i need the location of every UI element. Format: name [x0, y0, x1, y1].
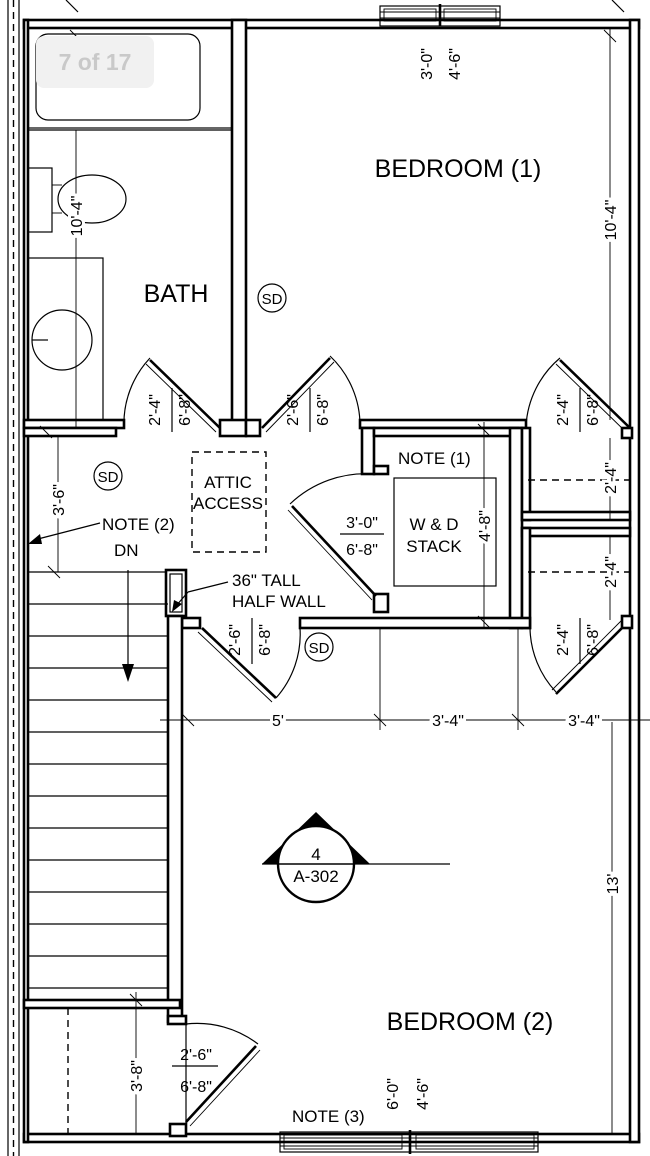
half-wall-label-line1: 36" TALL — [232, 571, 301, 590]
stair-down-arrow — [122, 570, 134, 682]
bed1-door-height: 6'-8" — [315, 394, 332, 426]
wd-door-width: 3'-0" — [346, 515, 378, 532]
note1-label: NOTE (1) — [398, 449, 471, 468]
closet1-door-width: 2'-4" — [555, 394, 572, 426]
bath-window-width: 3'-0" — [419, 48, 436, 80]
attic-label-line2: ACCESS — [193, 494, 263, 513]
dimension-lines — [39, 28, 650, 1134]
bedroom1-height-dim: 10'-4" — [603, 200, 620, 241]
washer-dryer-stack — [393, 477, 497, 587]
landing-door-width: 2'-6" — [180, 1047, 212, 1064]
wd-door-height: 6'-8" — [346, 542, 378, 559]
room-label-bedroom2: BEDROOM (2) — [387, 1008, 554, 1036]
exterior-wall-left — [7, 0, 20, 1156]
attic-access-hatch — [191, 451, 267, 553]
wd-depth-dim: 4'-8" — [477, 510, 494, 542]
bedroom2-height-dim: 13' — [605, 874, 622, 895]
closet1-door — [525, 357, 634, 440]
bed2-window-height: 4'-6" — [415, 1078, 432, 1110]
bathtub — [27, 27, 233, 131]
bed1-door-width: 2'-6" — [285, 394, 302, 426]
run-dimension-c: 3'-4" — [568, 713, 600, 730]
landing-depth-dim: 3'-8" — [129, 1060, 146, 1092]
attic-label-line1: ATTIC — [204, 473, 252, 492]
bed2-door-width: 2'-6" — [227, 624, 244, 656]
hall-depth-dim: 3'-6" — [51, 484, 68, 516]
bedroom2-door — [197, 627, 301, 703]
section-number: 4 — [311, 845, 320, 864]
half-wall — [164, 568, 188, 1024]
section-marker — [262, 812, 450, 904]
core-walls — [22, 426, 632, 630]
stair-dn-label: DN — [114, 541, 139, 560]
room-label-bedroom1: BEDROOM (1) — [375, 155, 542, 183]
bedroom2-window — [279, 1130, 539, 1154]
landing-door-height: 6'-8" — [180, 1079, 212, 1096]
bath-door-height: 6'-8" — [177, 394, 194, 426]
wd-label-line1: W & D — [409, 515, 458, 534]
smoke-detector-hall: SD — [93, 461, 123, 491]
closet2-depth-dim: 2'-4" — [603, 556, 620, 588]
note-leaders — [28, 522, 229, 612]
bath-door — [123, 357, 221, 433]
bath-window-height: 4'-6" — [447, 48, 464, 80]
half-wall-label-line2: HALF WALL — [232, 592, 326, 611]
closet2-door-width: 2'-4" — [555, 624, 572, 656]
landing-door — [185, 1022, 261, 1127]
exterior-walls — [22, 0, 641, 1144]
bath-height-dim: 10'-4" — [69, 196, 86, 237]
room-label-bath: BATH — [144, 280, 209, 308]
closet2-door-height: 6'-8" — [585, 624, 602, 656]
note3-label: NOTE (3) — [292, 1107, 365, 1126]
laundry-door — [287, 473, 377, 601]
bath-door-width: 2'-4" — [147, 394, 164, 426]
stair-landing — [22, 998, 188, 1138]
sd-label: SD — [262, 291, 283, 308]
sd-label: SD — [98, 469, 119, 486]
vertical-dimension-labels: 3'-0" 4'-6" 10'-4" 10'-4" 2'-4" 6'-8" 2'… — [48, 48, 625, 1110]
toilet — [27, 167, 127, 233]
run-dimension-b: 3'-4" — [432, 713, 464, 730]
closet2-door — [529, 614, 634, 695]
sd-label: SD — [309, 640, 330, 657]
bed2-window-width: 6'-0" — [385, 1078, 402, 1110]
closet1-depth-dim: 2'-4" — [603, 462, 620, 494]
smoke-detector-bedroom2: SD — [304, 632, 334, 662]
bath-vanity — [27, 257, 104, 421]
smoke-detector-bedroom1: SD — [257, 283, 287, 313]
page-indicator-text: 7 of 17 — [58, 48, 132, 75]
page-indicator-badge: 7 of 17 — [36, 36, 154, 88]
closet1-door-height: 6'-8" — [585, 394, 602, 426]
run-dimension-a: 5' — [272, 713, 284, 730]
note2-label: NOTE (2) — [102, 515, 175, 534]
section-sheet: A-302 — [293, 867, 338, 886]
bed2-door-height: 6'-8" — [257, 624, 274, 656]
stair-treads — [28, 571, 168, 989]
bath-window — [379, 4, 501, 27]
wd-label-line2: STACK — [406, 537, 462, 556]
